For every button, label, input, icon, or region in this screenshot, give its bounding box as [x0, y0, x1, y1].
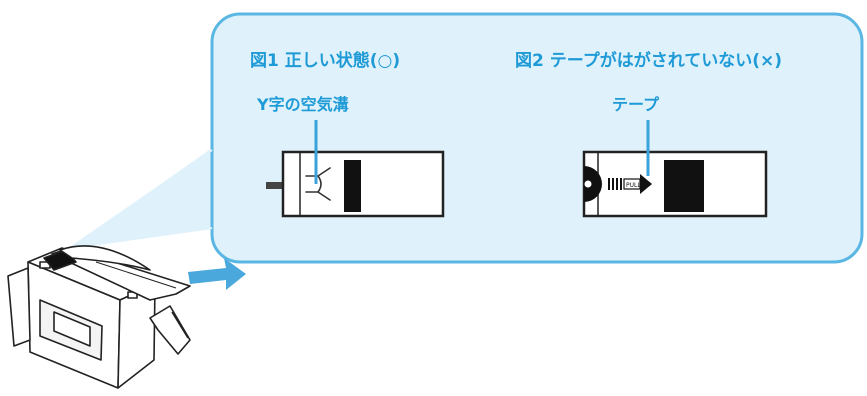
- figure2-label: テープ: [612, 95, 660, 114]
- ink-cartridge-illustration: [7, 245, 191, 389]
- pull-direction-arrow-icon: [188, 258, 246, 290]
- y-air-groove-icon: [305, 167, 331, 201]
- figure2-title: 図2 テープがはがされていない(×): [515, 51, 782, 71]
- figure1-cartridge-top: [266, 120, 445, 218]
- tape-pull-text: PULL: [626, 182, 641, 189]
- tape-pull-tab: [584, 166, 602, 202]
- figure1-title: 図1 正しい状態(○): [250, 51, 401, 71]
- figure2-cartridge-top: PULL: [582, 120, 768, 218]
- figure1-label: Y字の空気溝: [257, 95, 349, 114]
- tape-arrow-icon: [608, 174, 652, 194]
